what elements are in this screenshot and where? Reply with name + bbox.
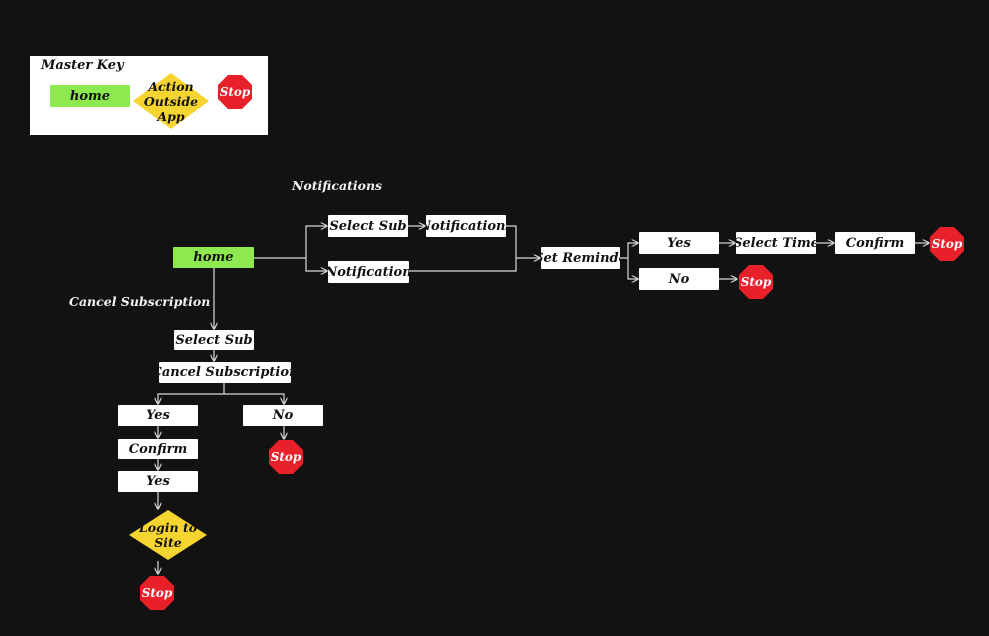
legend-stop-octagon: Stop: [217, 74, 253, 110]
section-label-cancel-subscription: Cancel Subscription: [69, 294, 211, 309]
login-to-site-diamond: Login to Site: [128, 509, 208, 561]
select-time-node: Select Time: [736, 232, 816, 254]
notif-notification-node: Notification: [328, 261, 409, 283]
cancel-yes-2-node: Yes: [118, 471, 198, 492]
cancel-select-sub-node: Select Sub: [174, 330, 254, 350]
home-node: home: [173, 247, 254, 268]
notif-notifications-node: Notifications: [426, 215, 506, 237]
legend-stop-label: Stop: [219, 85, 251, 99]
stop-label: Stop: [740, 275, 772, 289]
reminder-no-node: No: [639, 268, 719, 290]
cancel-subscription-node: Cancel Subscription: [159, 362, 291, 383]
reminder-confirm-node: Confirm: [835, 232, 915, 254]
stop-label: Stop: [141, 586, 173, 600]
stop-after-confirm: Stop: [929, 226, 965, 262]
cancel-yes-node: Yes: [118, 405, 198, 426]
stop-after-cancel-no: Stop: [268, 439, 304, 475]
stop-label: Stop: [270, 450, 302, 464]
stop-after-login: Stop: [139, 575, 175, 611]
section-label-notifications: Notifications: [292, 178, 383, 193]
legend-title: Master Key: [41, 58, 124, 73]
reminder-yes-node: Yes: [639, 232, 719, 254]
stop-after-no: Stop: [738, 264, 774, 300]
legend-home-swatch: home: [50, 85, 130, 107]
legend-action-diamond: Action Outside App: [131, 71, 211, 131]
cancel-confirm-node: Confirm: [118, 439, 198, 459]
stop-label: Stop: [931, 237, 963, 251]
legend-action-label: Action Outside App: [143, 78, 199, 124]
notif-select-sub-node: Select Sub: [328, 215, 408, 237]
cancel-no-node: No: [243, 405, 323, 426]
login-to-site-label: Login to Site: [138, 520, 198, 550]
master-key-legend: Master Key home Action Outside App Stop: [30, 56, 268, 135]
set-reminder-node: Set Reminde: [541, 247, 620, 269]
